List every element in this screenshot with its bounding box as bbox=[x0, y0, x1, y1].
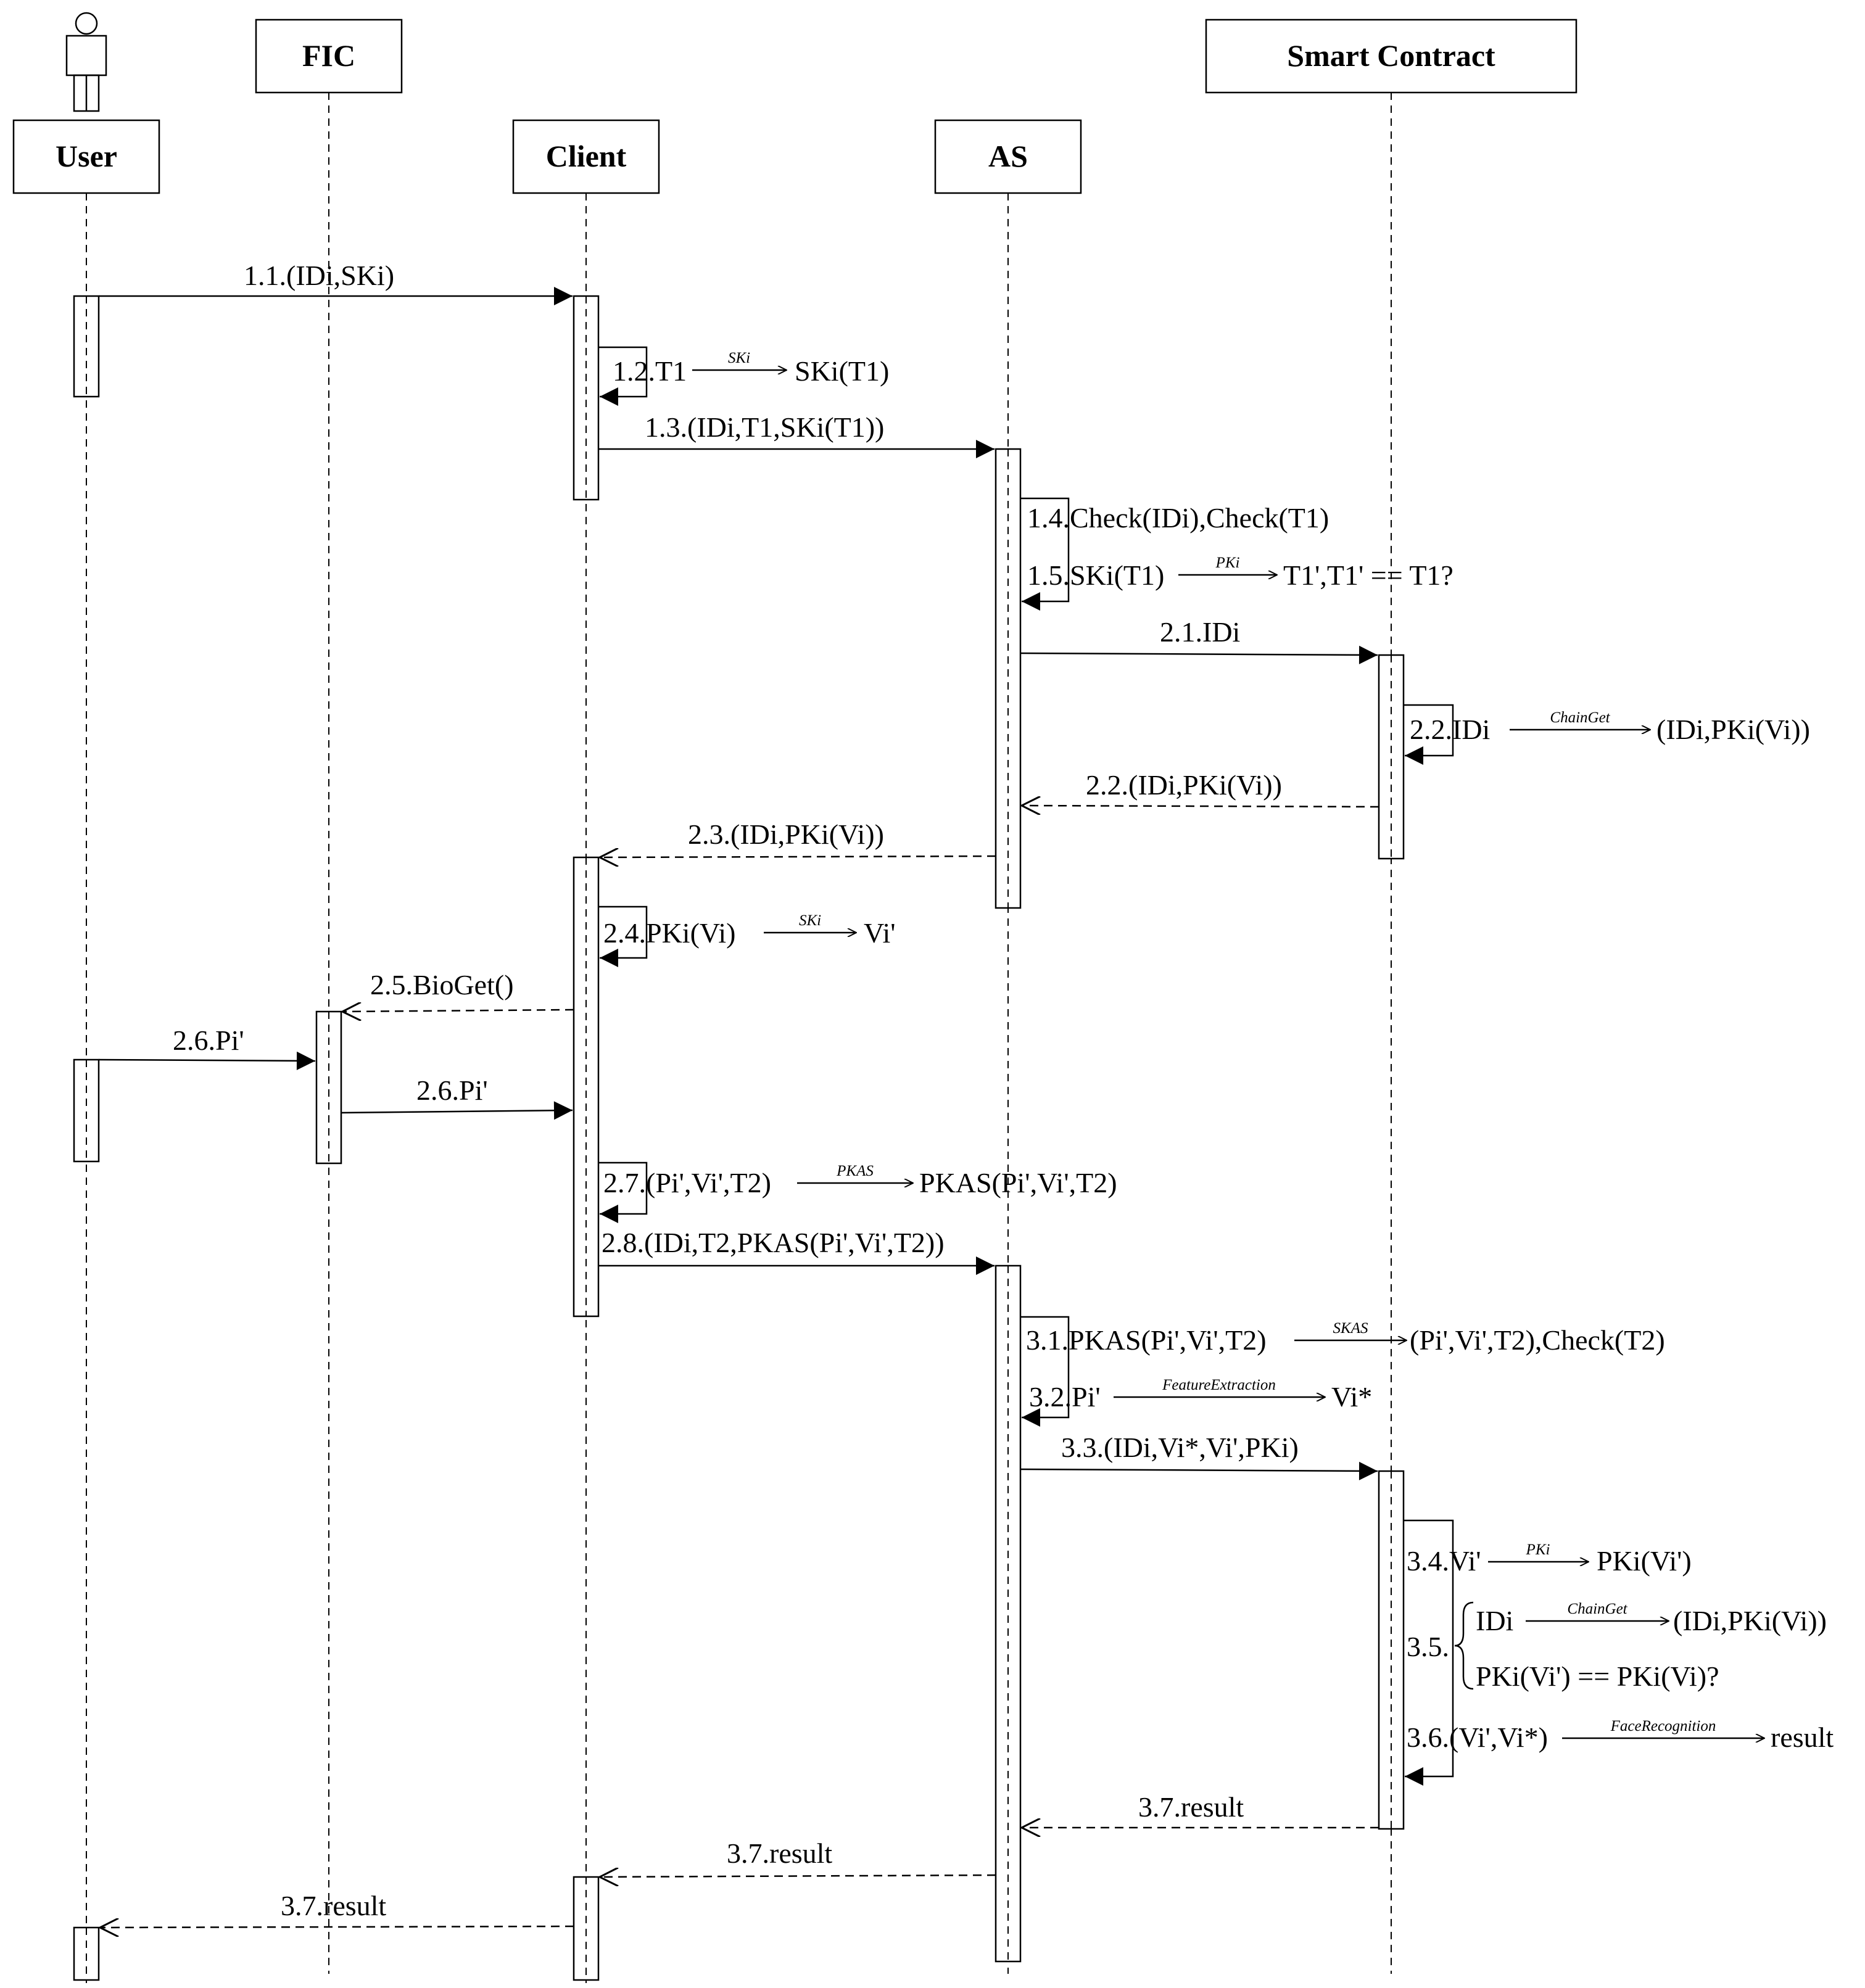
participant-as-label: AS bbox=[988, 139, 1028, 173]
message-3-4-result: PKi(Vi') bbox=[1597, 1545, 1692, 1577]
self-arrow-2-4 bbox=[598, 905, 648, 967]
message-3-3: 3.3.(IDi,Vi*,Vi',PKi) bbox=[1061, 1432, 1299, 1463]
participant-fic-label: FIC bbox=[302, 38, 355, 73]
arrow-label-ski-2: SKi bbox=[799, 912, 821, 929]
message-2-6-a: 2.6.Pi' bbox=[173, 1025, 244, 1056]
message-3-6-result: result bbox=[1771, 1722, 1834, 1753]
activation-fic bbox=[315, 1010, 342, 1165]
self-arrow-1-4-1-5 bbox=[1020, 497, 1070, 611]
arrow-label-chainget-2: ChainGet bbox=[1567, 1601, 1627, 1617]
message-3-4: 3.4.Vi' bbox=[1407, 1545, 1481, 1577]
message-3-1: 3.1.PKAS(Pi',Vi',T2) bbox=[1026, 1324, 1267, 1356]
activation-client-2 bbox=[573, 856, 600, 1318]
arrow-label-ski: SKi bbox=[728, 350, 750, 366]
message-1-4: 1.4.Check(IDi),Check(T1) bbox=[1027, 502, 1329, 534]
message-1-1: 1.1.(IDi,SKi) bbox=[244, 260, 394, 291]
self-arrow-3-1-3-2 bbox=[1020, 1316, 1070, 1427]
message-1-3: 1.3.(IDi,T1,SKi(T1)) bbox=[645, 411, 884, 443]
message-1-2-result: SKi(T1) bbox=[795, 355, 889, 387]
message-2-7: 2.7.(Pi',Vi',T2) bbox=[603, 1167, 771, 1198]
arrow-label-chainget-1: ChainGet bbox=[1550, 709, 1610, 726]
self-arrow-3-4-3-6 bbox=[1404, 1519, 1454, 1786]
message-3-7-as: 3.7.result bbox=[727, 1837, 832, 1869]
message-2-4: 2.4.PKi(Vi) bbox=[603, 917, 735, 949]
participant-user-label: User bbox=[56, 139, 117, 173]
message-2-3: 2.3.(IDi,PKi(Vi)) bbox=[688, 819, 884, 850]
participant-client-label: Client bbox=[546, 139, 627, 173]
arrow-label-skas: SKAS bbox=[1333, 1320, 1368, 1337]
self-arrow-2-2 bbox=[1404, 704, 1454, 765]
arrow-3-7-as bbox=[600, 1875, 996, 1877]
message-1-5: 1.5.SKi(T1) bbox=[1027, 559, 1164, 591]
message-1-5-result: T1',T1' == T1? bbox=[1283, 559, 1454, 591]
arrow-3-3 bbox=[1020, 1461, 1378, 1480]
person-icon bbox=[65, 12, 107, 112]
message-3-5-line1-result: (IDi,PKi(Vi)) bbox=[1673, 1605, 1827, 1636]
message-3-2: 3.2.Pi' bbox=[1029, 1381, 1101, 1413]
message-2-7-result: PKAS(Pi',Vi',T2) bbox=[919, 1167, 1117, 1198]
arrow-label-pki-2: PKi bbox=[1526, 1541, 1550, 1558]
message-2-8: 2.8.(IDi,T2,PKAS(Pi',Vi',T2)) bbox=[602, 1227, 945, 1258]
message-3-7-client: 3.7.result bbox=[281, 1890, 386, 1921]
participant-smart-contract-label: Smart Contract bbox=[1287, 38, 1495, 73]
message-3-1-result: (Pi',Vi',T2),Check(T2) bbox=[1410, 1324, 1665, 1356]
arrow-3-7-client bbox=[100, 1926, 574, 1928]
message-2-2-return: 2.2.(IDi,PKi(Vi)) bbox=[1086, 769, 1282, 801]
message-3-6: 3.6.(Vi',Vi*) bbox=[1407, 1722, 1548, 1753]
message-3-5-line2: PKi(Vi') == PKi(Vi)? bbox=[1476, 1660, 1719, 1692]
message-3-5-line1: IDi bbox=[1476, 1605, 1513, 1636]
arrow-2-6-b bbox=[341, 1101, 573, 1120]
brace-3-5 bbox=[1454, 1601, 1474, 1690]
message-3-2-result: Vi* bbox=[1331, 1381, 1372, 1413]
message-2-1: 2.1.IDi bbox=[1160, 616, 1240, 648]
message-2-5: 2.5.BioGet() bbox=[370, 969, 514, 1000]
arrow-label-pki-1: PKi bbox=[1215, 555, 1240, 571]
message-2-6-b: 2.6.Pi' bbox=[416, 1074, 488, 1106]
message-3-7-sc: 3.7.result bbox=[1138, 1791, 1244, 1823]
arrow-2-6-a bbox=[98, 1051, 316, 1070]
arrow-2-1 bbox=[1020, 645, 1378, 664]
message-2-2: 2.2.IDi bbox=[1410, 714, 1490, 745]
arrow-2-2-return bbox=[1022, 806, 1379, 807]
arrow-label-feature-extraction: FeatureExtraction bbox=[1162, 1377, 1276, 1393]
message-1-2: 1.2.T1 bbox=[613, 355, 687, 387]
message-3-5: 3.5. bbox=[1407, 1631, 1449, 1662]
arrow-label-pkas: PKAS bbox=[836, 1163, 874, 1179]
self-arrow-2-7 bbox=[598, 1161, 648, 1223]
arrow-2-3 bbox=[600, 856, 996, 857]
arrow-2-5 bbox=[342, 1010, 574, 1012]
message-2-2-result: (IDi,PKi(Vi)) bbox=[1656, 714, 1810, 745]
self-arrow-1-2 bbox=[598, 346, 648, 406]
arrow-label-face-recognition: FaceRecognition bbox=[1610, 1718, 1716, 1734]
message-2-4-result: Vi' bbox=[864, 917, 896, 949]
